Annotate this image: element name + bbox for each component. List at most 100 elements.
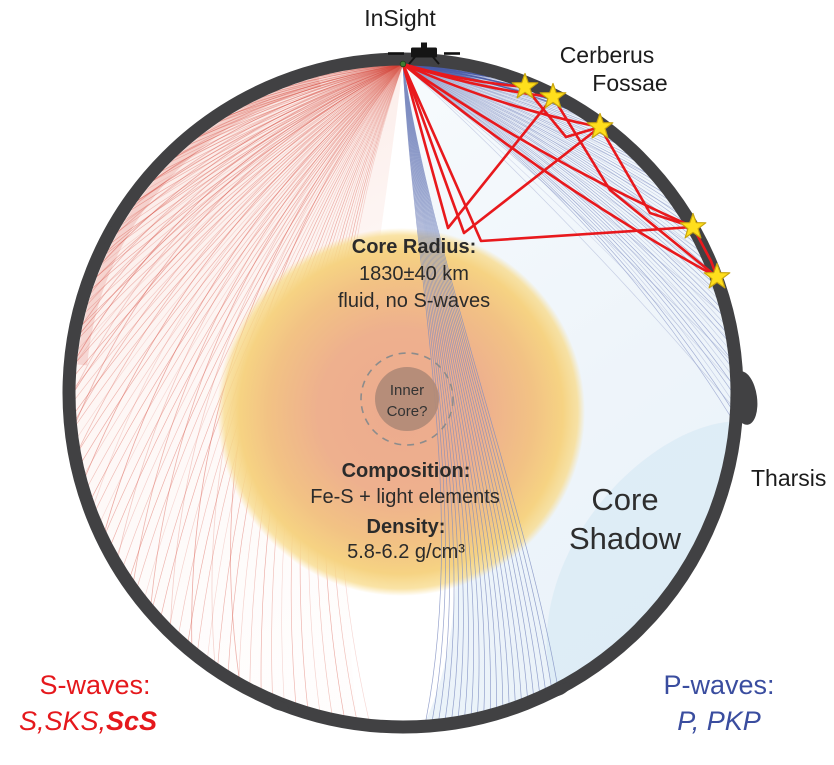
pkp-ray (402, 63, 540, 692)
marsquake-star (539, 82, 567, 109)
s-fan-main-ray (188, 63, 404, 146)
pkp-ray (402, 63, 455, 719)
s-wave-thick-ray (401, 62, 695, 243)
p-fan-deep-ray (402, 63, 732, 382)
planet-rim (62, 52, 758, 734)
marsquake-star (586, 112, 614, 139)
p-waves-legend-title: P-waves: (663, 670, 774, 700)
s-fan-main-ray (261, 63, 404, 98)
marsquake-star (703, 262, 731, 289)
s-fan-main-ray (137, 63, 404, 201)
pkp-ray (402, 63, 528, 697)
s-fan-caustic-ray (90, 63, 404, 294)
s-fan-fold-ray (174, 63, 404, 159)
s-fan-main-ray (84, 63, 404, 313)
s-wave-thick-ray (401, 62, 555, 230)
marsquake-star (511, 72, 539, 99)
cerberus-fossae-label-line2: Fossae (592, 70, 667, 96)
pkp-ray (402, 63, 534, 695)
p-waves-legend-phases: P, PKP (677, 706, 761, 736)
s-fan-caustic-ray (76, 63, 404, 358)
composition-title: Composition: (342, 460, 471, 482)
s-fan-fold-ray (154, 63, 404, 180)
s-fan-main-ray (75, 63, 404, 375)
s-fan-main-ray (76, 63, 404, 425)
s-fan-main-ray (228, 63, 404, 116)
marsquake-stars (511, 72, 731, 289)
s-fan-fold-ray (75, 63, 404, 420)
s-fan-main-ray (81, 63, 404, 462)
lander-mast (421, 42, 427, 48)
s-fan-caustic-ray (115, 63, 404, 235)
s-waves-legend-phases: S,SKS,ScS (19, 706, 157, 736)
s-wave-thick-ray (401, 62, 719, 279)
s-fan-main-ray (91, 63, 404, 289)
s-fan-fold-ray (74, 63, 404, 391)
s-wave-ray-fans (74, 63, 404, 720)
pkp-ray (402, 63, 451, 720)
p-fan-deep-ray (402, 63, 727, 337)
p-fan-main-ray (402, 63, 731, 408)
s-fan-caustic-ray (174, 63, 404, 158)
s-wave-thick-ray (598, 125, 695, 229)
s-fan-fold-ray (120, 63, 404, 226)
s-fan-fold-ray (104, 63, 404, 531)
s-fan-caustic-ray (132, 63, 404, 207)
s-fan-main-ray (79, 63, 404, 450)
tharsis-label: Tharsis (751, 465, 826, 491)
rim-bump (265, 698, 289, 711)
s-fan-caustic-ray (75, 63, 404, 422)
p-fan-main-ray (402, 63, 658, 186)
s-fan-main-ray (123, 63, 404, 566)
s-fan-caustic-ray (81, 63, 404, 326)
p-fan-main-ray (402, 63, 718, 299)
s-fan-main-ray (295, 63, 404, 84)
s-fan-main-ray (123, 63, 404, 222)
s-fan-fold-ray (76, 63, 404, 362)
s-fan-main-ray (76, 63, 404, 363)
rim-bump (550, 682, 571, 697)
pkp-ray (402, 63, 546, 689)
p-fan-main-ray (402, 63, 732, 391)
pkp-ray (402, 63, 491, 710)
density-title: Density: (367, 516, 446, 538)
p-fan-main-ray (402, 63, 726, 332)
seismometer-dot (399, 60, 407, 68)
s-fan-fold-ray (195, 63, 404, 139)
s-fan-fold-ray (219, 63, 404, 122)
s-fan-fold-ray (79, 63, 404, 448)
pkp-ray (402, 63, 522, 699)
s-wave-thick-ray (401, 62, 695, 229)
s-wave-thick-ray (401, 62, 602, 235)
s-fan-caustic-ray (152, 63, 404, 182)
inner-core-dashed-outline (360, 352, 454, 446)
p-fan-main-ray (402, 63, 724, 323)
p-fan-deep-ray (402, 63, 708, 271)
pkp-ray (402, 63, 558, 683)
s-fan-main-ray (91, 63, 404, 498)
p-fan-main-ray (402, 63, 706, 266)
s-wave-thick-ray (523, 85, 602, 139)
s-fan-fold-ray (117, 63, 404, 556)
s-fan-main-ray (105, 63, 404, 533)
p-fan-main-ray (402, 63, 732, 382)
p-fan-deep-ray (402, 63, 676, 210)
s-fan-main-ray (111, 63, 404, 544)
pkp-ray (402, 63, 464, 717)
pkp-ray (402, 63, 460, 718)
core-shadow-region (546, 421, 730, 686)
p-fan-deep-ray (402, 63, 732, 405)
s-fan-fold-ray (243, 63, 404, 107)
s-fan-caustic-ray (199, 63, 404, 137)
s-fan-caustic-ray (225, 63, 404, 118)
pkp-ray (402, 63, 497, 708)
s-wave-thick-ray (401, 62, 555, 99)
s-fan-main-ray (197, 63, 404, 138)
s-wave-thick-ray (401, 62, 602, 129)
s-fan-main-ray (100, 63, 404, 521)
s-fan-main-ray (88, 63, 404, 486)
insight-lander-icon (388, 42, 460, 68)
s-fan-caustic-ray (101, 63, 404, 264)
inner-core-label-line2: Core? (387, 403, 428, 420)
